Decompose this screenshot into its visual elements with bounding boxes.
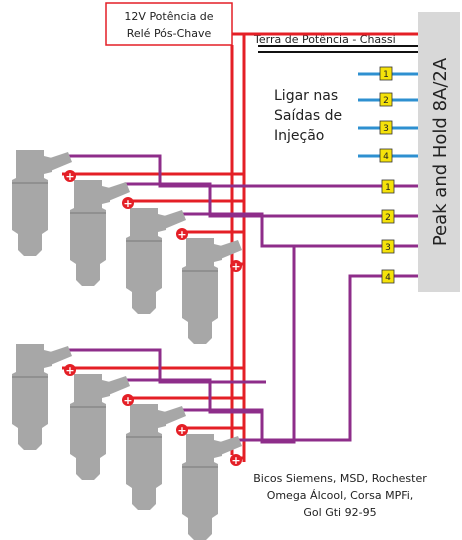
injector bbox=[70, 374, 130, 480]
output-tag-label: 3 bbox=[383, 124, 389, 134]
plus-terminal: + bbox=[176, 424, 188, 437]
footer-line3: Gol Gti 92-95 bbox=[303, 506, 376, 519]
signal-wire bbox=[178, 212, 418, 248]
output-tag-label: 3 bbox=[385, 243, 391, 253]
footer-line1: Bicos Siemens, MSD, Rochester bbox=[253, 472, 427, 485]
signal-wire bbox=[124, 182, 418, 218]
plus-symbol: + bbox=[177, 228, 186, 241]
output-tag-label: 2 bbox=[385, 213, 391, 223]
relay-label-line2: Relé Pós-Chave bbox=[127, 27, 212, 40]
injector bbox=[126, 208, 186, 314]
output-tag: 1 bbox=[379, 66, 393, 81]
signal-wire bbox=[62, 154, 418, 188]
ground-label: Terra de Potência - Chassi bbox=[253, 33, 396, 46]
relay-label-box bbox=[105, 2, 233, 46]
output-tag-label: 1 bbox=[383, 70, 389, 80]
output-tag-label: 2 bbox=[383, 96, 389, 106]
plus-symbol: + bbox=[65, 364, 74, 377]
output-tag: 1 bbox=[381, 179, 395, 194]
output-tag: 2 bbox=[381, 209, 395, 224]
plus-terminal: + bbox=[122, 394, 134, 407]
output-tag: 3 bbox=[381, 239, 395, 254]
plus-terminal: + bbox=[230, 454, 242, 467]
output-tag: 2 bbox=[379, 92, 393, 107]
plus-symbol: + bbox=[231, 454, 240, 467]
output-tag: 4 bbox=[381, 269, 395, 284]
output-tag: 4 bbox=[379, 148, 393, 163]
plus-terminal: + bbox=[64, 364, 76, 377]
injector bbox=[12, 344, 72, 450]
instruction-line1: Ligar nas bbox=[274, 88, 338, 104]
plus-terminal: + bbox=[176, 228, 188, 241]
plus-symbol: + bbox=[123, 394, 132, 407]
instruction-line2: Saídas de bbox=[274, 108, 342, 124]
plus-symbol: + bbox=[123, 197, 132, 210]
output-tag: 3 bbox=[379, 120, 393, 135]
output-tag-label: 4 bbox=[383, 152, 389, 162]
output-tag-label: 4 bbox=[385, 273, 391, 283]
module-label: Peak and Hold 8A/2A bbox=[430, 57, 451, 246]
signal-wire bbox=[232, 274, 418, 442]
plus-terminal: + bbox=[64, 170, 76, 183]
injector bbox=[126, 404, 186, 510]
plus-symbol: + bbox=[177, 424, 186, 437]
footer-line2: Omega Álcool, Corsa MPFi, bbox=[267, 489, 414, 502]
peak-hold-module bbox=[418, 12, 460, 292]
plus-terminal: + bbox=[230, 260, 242, 273]
injector bbox=[12, 150, 72, 256]
signal-wire bbox=[178, 246, 296, 444]
relay-label-line1: 12V Potência de bbox=[124, 10, 213, 23]
output-tag-label: 1 bbox=[385, 183, 391, 193]
injector bbox=[70, 180, 130, 286]
plus-terminal: + bbox=[122, 197, 134, 210]
plus-symbol: + bbox=[65, 170, 74, 183]
plus-symbol: + bbox=[231, 260, 240, 273]
signal-wire bbox=[124, 378, 262, 414]
signal-wire bbox=[62, 348, 266, 384]
instruction-line3: Injeção bbox=[274, 128, 324, 144]
